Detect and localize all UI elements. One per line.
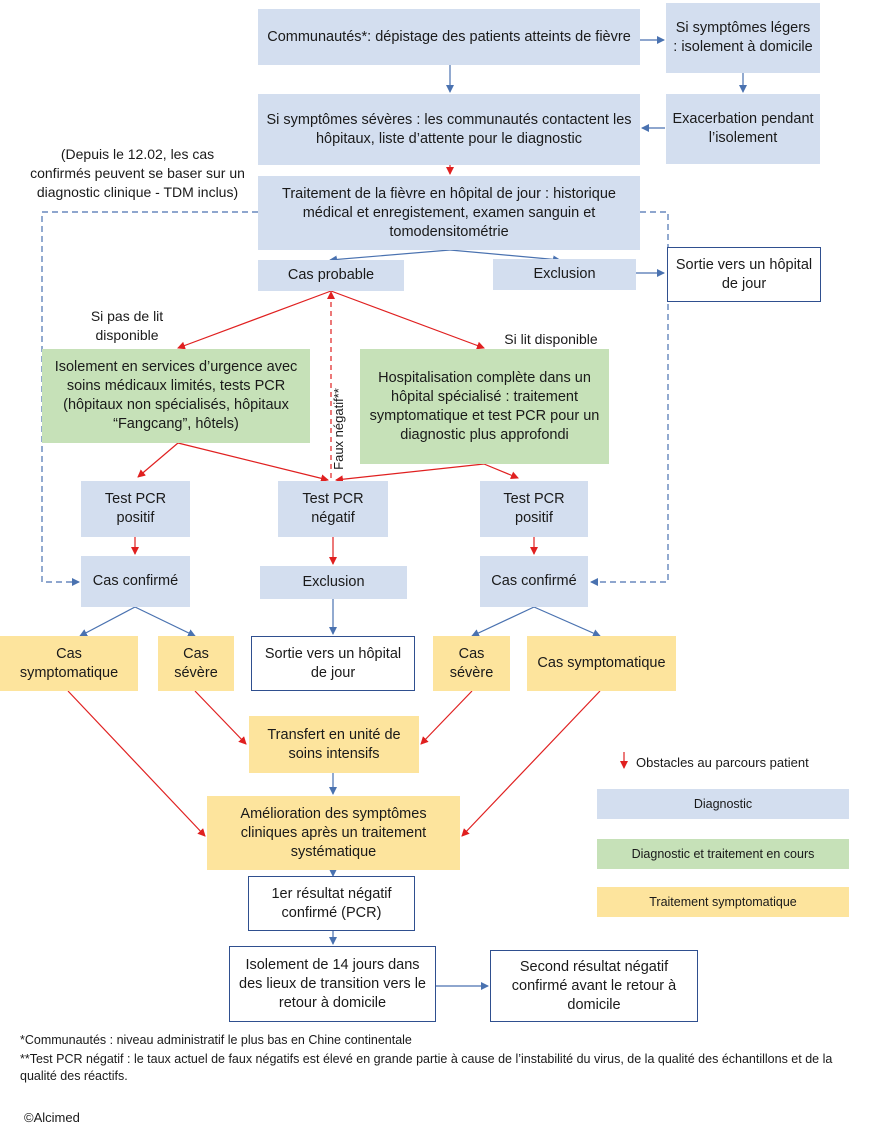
box-pcr-positif-left: Test PCR positif <box>81 481 190 537</box>
box-communautes: Communautés*: dépistage des patients att… <box>258 9 640 65</box>
legend-diagnostic: Diagnostic <box>597 789 849 819</box>
box-second-negatif: Second résultat négatif confirmé avant l… <box>490 950 698 1022</box>
box-cas-probable: Cas probable <box>258 260 404 291</box>
arrow-confirme-severe-left <box>134 606 196 637</box>
legend-traitement-symp: Traitement symptomatique <box>597 887 849 917</box>
legend-obstacles-label: Obstacles au parcours patient <box>636 755 809 770</box>
dashed-right-path <box>590 211 669 586</box>
box-hospitalisation: Hospitalisation complète dans un hôpital… <box>360 349 609 464</box>
box-pcr-positif-right: Test PCR positif <box>480 481 588 537</box>
box-symptomes-severes: Si symptômes sévères : les communautés c… <box>258 94 640 165</box>
copyright-alcimed: ©Alcimed <box>24 1110 80 1125</box>
arrow-confirme-symp-right <box>533 606 601 637</box>
box-isolement-14-jours: Isolement de 14 jours dans des lieux de … <box>229 946 436 1022</box>
label-lit-disponible: Si lit disponible <box>504 331 598 347</box>
red-arrow-isolement-pcrneg <box>177 442 329 483</box>
box-premier-negatif: 1er résultat négatif confirmé (PCR) <box>248 876 415 931</box>
label-faux-negatif: Faux négatif** <box>331 388 346 470</box>
red-arrow-hosp-pcrneg <box>335 463 485 484</box>
footnote-communautes: *Communautés : niveau administratif le p… <box>20 1033 412 1047</box>
box-cas-confirme-left: Cas confirmé <box>81 556 190 607</box>
arrow-confirme-symp-left <box>79 606 136 637</box>
box-pcr-negatif: Test PCR négatif <box>278 481 388 537</box>
red-arrow-isolement-pcrpos <box>137 442 179 478</box>
box-cas-confirme-right: Cas confirmé <box>480 556 588 607</box>
red-arrow-severe-left-transfert <box>194 690 247 745</box>
red-arrow-hosp-pcrpos <box>483 463 519 480</box>
red-arrow-probable-hospitalisation <box>330 290 485 350</box>
box-cas-symptomatique-left: Cas symptomatique <box>0 636 138 691</box>
box-sortie-mid: Sortie vers un hôpital de jour <box>251 636 415 691</box>
red-arrow-severe-right-transfert <box>420 690 473 745</box>
label-depuis: (Depuis le 12.02, les cas confirmés peuv… <box>30 146 245 200</box>
red-arrow-probable-isolement <box>177 290 332 350</box>
box-isolement-urgence: Isolement en services d’urgence avec soi… <box>42 349 310 443</box>
box-cas-severe-right: Cas sévère <box>433 636 510 691</box>
arrow-fievre-exclusion <box>449 249 561 264</box>
box-exacerbation: Exacerbation pendant l’isolement <box>666 94 820 164</box>
box-cas-severe-left: Cas sévère <box>158 636 234 691</box>
arrow-confirme-severe-right <box>471 606 535 637</box>
legend-diag-traitement: Diagnostic et traitement en cours <box>597 839 849 869</box>
red-arrow-symp-right-amelioration <box>461 690 601 837</box>
box-amelioration: Amélioration des symptômes cliniques apr… <box>207 796 460 870</box>
box-cas-symptomatique-right: Cas symptomatique <box>527 636 676 691</box>
footnote-pcr-negatif: **Test PCR négatif : le taux actuel de f… <box>20 1052 833 1083</box>
label-pas-de-lit: Si pas de lit disponible <box>90 308 164 343</box>
box-transfert: Transfert en unité de soins intensifs <box>249 716 419 773</box>
box-traitement-fievre: Traitement de la fièvre en hôpital de jo… <box>258 176 640 250</box>
red-arrow-symp-left-amelioration <box>67 690 206 837</box>
box-sortie-top: Sortie vers un hôpital de jour <box>667 247 821 302</box>
box-exclusion-top: Exclusion <box>493 259 636 290</box>
arrow-fievre-probable <box>329 249 451 264</box>
box-exclusion-mid: Exclusion <box>260 566 407 599</box>
box-symptomes-legers: Si symptômes légers : isolement à domici… <box>666 3 820 73</box>
